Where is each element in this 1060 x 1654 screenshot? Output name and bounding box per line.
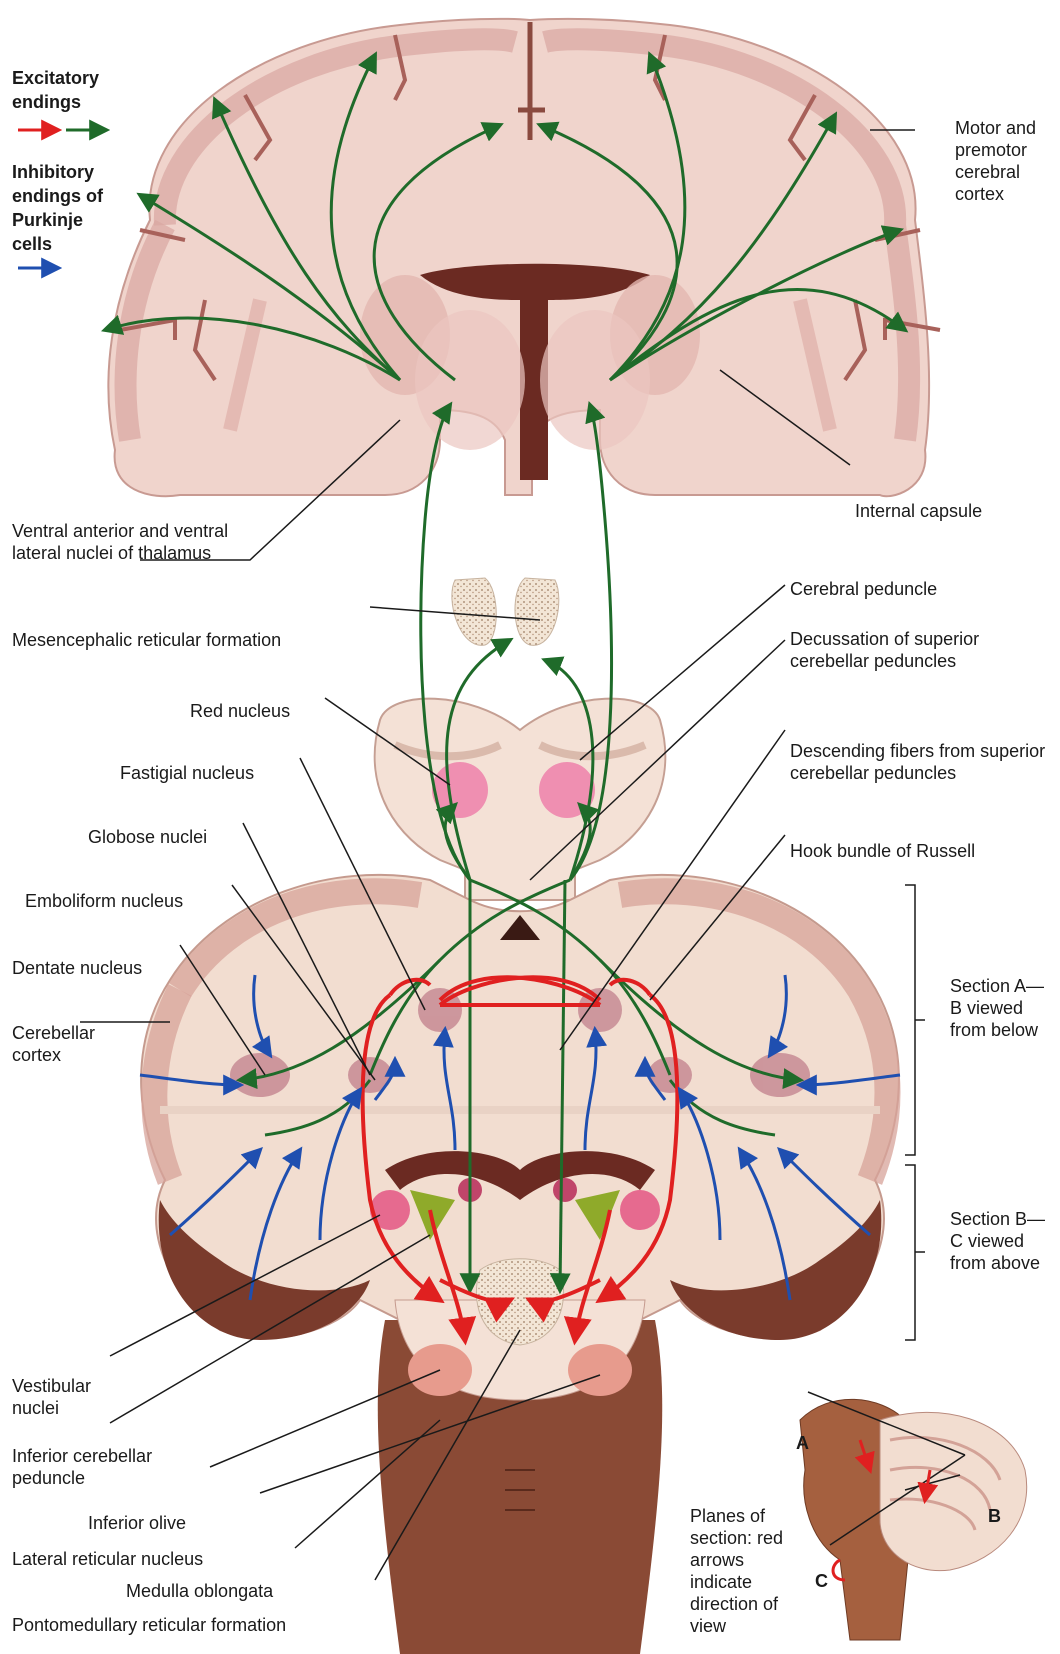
label-fastigial: Fastigial nucleus: [120, 763, 255, 783]
label-section-ab: Section A—B viewed from below: [950, 976, 1045, 1040]
label-internal-capsule: Internal capsule: [855, 501, 983, 521]
leader-lines: [80, 129, 915, 1581]
cerebellum-section: [140, 873, 901, 1340]
label-pontomedullary: Pontomedullary reticular formation: [12, 1615, 287, 1635]
label-mesencephalic: Mesencephalic reticular formation: [12, 630, 282, 650]
excitatory-red-pathways: [360, 975, 680, 1346]
label-dentate: Dentate nucleus: [12, 958, 143, 978]
legend-excitatory-label: Excitatory endings: [12, 68, 100, 112]
label-inferior-peduncle: Inferior cerebellar peduncle: [12, 1446, 153, 1488]
label-planes-of-section: Planes of section: red arrows indicate d…: [690, 1506, 784, 1636]
midbrain-section: [373, 697, 667, 901]
section-brackets: [905, 884, 925, 1341]
label-hook-bundle: Hook bundle of Russell: [790, 841, 976, 861]
label-motor-cortex: Motor and premotor cerebral cortex: [955, 118, 1037, 204]
label-cerebellar-cortex: Cerebellar cortex: [12, 1023, 96, 1065]
excitatory-green-pathways: [100, 51, 909, 1295]
legend-inhibitory-label: Inhibitory endings of Purkinje cells: [12, 162, 103, 254]
label-vestibular: Vestibular nuclei: [12, 1376, 92, 1418]
label-letter-c: C: [815, 1571, 828, 1591]
label-cerebral-peduncle: Cerebral peduncle: [790, 579, 938, 599]
medulla-section: [377, 1258, 663, 1654]
label-decussation: Decussation of superior cerebellar pedun…: [790, 629, 980, 671]
red-nucleus-right: [539, 762, 595, 818]
inhibitory-blue-pathways: [139, 974, 901, 1301]
label-descending-fibers: Descending fibers from superior cerebell…: [790, 741, 1046, 783]
legend-arrows: [18, 119, 111, 279]
mesencephalic-reticular-formation: [451, 577, 560, 646]
label-section-bc: Section B—C viewed from above: [950, 1209, 1046, 1273]
label-red-nucleus: Red nucleus: [190, 701, 291, 721]
label-thalamus: Ventral anterior and ventral lateral nuc…: [12, 521, 229, 563]
label-letter-b: B: [988, 1506, 1001, 1526]
label-emboliform: Emboliform nucleus: [25, 891, 184, 911]
label-letter-a: A: [796, 1433, 809, 1453]
label-globose: Globose nuclei: [88, 827, 208, 847]
cerebrum-section: [107, 17, 941, 498]
label-lateral-reticular: Lateral reticular nucleus: [12, 1549, 204, 1569]
label-medulla: Medulla oblongata: [126, 1581, 274, 1601]
label-inferior-olive: Inferior olive: [88, 1513, 187, 1533]
inset-planes-diagram: [799, 1391, 1028, 1641]
red-nucleus-left: [432, 762, 488, 818]
